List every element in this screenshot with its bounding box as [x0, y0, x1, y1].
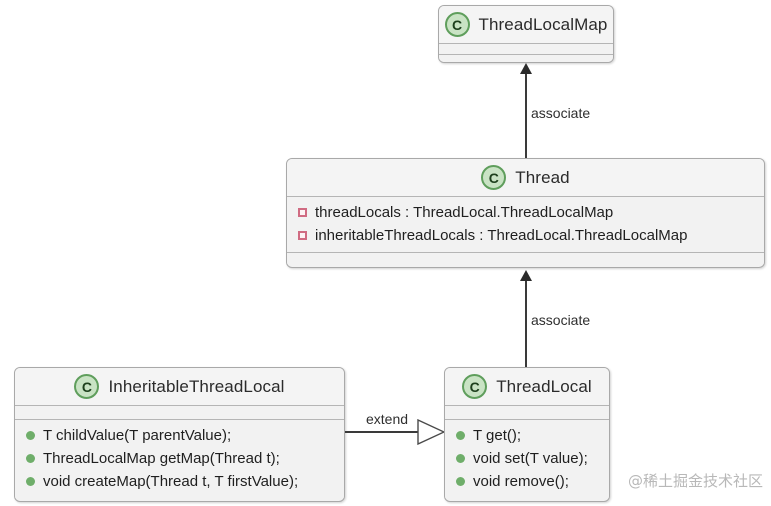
class-name-threadlocalmap: ThreadLocalMap — [478, 14, 608, 34]
connector-line-inheritablethreadlocal-to-threadlocal — [345, 431, 425, 433]
class-c-icon: C — [481, 165, 507, 190]
class-name-threadlocal: ThreadLocal — [496, 376, 592, 396]
connector-label-thread-to-threadlocalmap: associate — [531, 105, 591, 121]
class-c-icon: C — [462, 374, 488, 399]
class-fields-compartment-thread: threadLocals : ThreadLocal.ThreadLocalMa… — [287, 197, 764, 253]
class-field-text: inheritableThreadLocals : ThreadLocal.Th… — [315, 227, 688, 244]
class-method-text: void set(T value); — [473, 450, 588, 467]
class-method-text: void createMap(Thread t, T firstValue); — [43, 473, 299, 490]
class-header-inheritablethreadlocal: C InheritableThreadLocal — [15, 368, 344, 406]
class-box-threadlocalmap[interactable]: C ThreadLocalMap — [438, 5, 614, 63]
class-field-row: threadLocals : ThreadLocal.ThreadLocalMa… — [287, 201, 764, 224]
method-public-icon — [456, 477, 465, 486]
class-method-row: void remove(); — [445, 470, 609, 493]
class-name-inheritablethreadlocal: InheritableThreadLocal — [108, 376, 285, 396]
connector-label-inheritablethreadlocal-to-threadlocal: extend — [366, 411, 409, 427]
connector-arrowhead-threadlocal-to-thread — [520, 270, 532, 281]
class-header-threadlocalmap: C ThreadLocalMap — [439, 6, 613, 44]
class-c-icon: C — [74, 374, 100, 399]
connector-arrowhead-thread-to-threadlocalmap — [520, 63, 532, 74]
class-method-row: T get(); — [445, 424, 609, 447]
method-public-icon — [456, 454, 465, 463]
class-method-row: ThreadLocalMap getMap(Thread t); — [15, 447, 344, 470]
class-header-threadlocal: C ThreadLocal — [445, 368, 609, 406]
class-method-text: T get(); — [473, 427, 522, 444]
class-box-thread[interactable]: C Thread threadLocals : ThreadLocal.Thre… — [286, 158, 765, 268]
class-method-row: T childValue(T parentValue); — [15, 424, 344, 447]
connector-line-thread-to-threadlocalmap — [525, 74, 527, 158]
class-methods-compartment-inheritablethreadlocal: T childValue(T parentValue); ThreadLocal… — [15, 420, 344, 498]
class-fields-compartment-inheritablethreadlocal — [15, 406, 344, 420]
class-methods-compartment-threadlocal: T get(); void set(T value); void remove(… — [445, 420, 609, 498]
class-fields-compartment-threadlocal — [445, 406, 609, 420]
class-method-row: void createMap(Thread t, T firstValue); — [15, 470, 344, 493]
field-package-icon — [298, 208, 307, 217]
field-package-icon — [298, 231, 307, 240]
connector-line-threadlocal-to-thread — [525, 281, 527, 370]
watermark-text: @稀土掘金技术社区 — [628, 472, 764, 490]
class-method-text: ThreadLocalMap getMap(Thread t); — [43, 450, 280, 467]
class-box-threadlocal[interactable]: C ThreadLocal T get(); void set(T value)… — [444, 367, 610, 502]
connector-arrowhead-inheritablethreadlocal-to-threadlocal — [417, 419, 445, 445]
class-method-text: T childValue(T parentValue); — [43, 427, 232, 444]
class-field-row: inheritableThreadLocals : ThreadLocal.Th… — [287, 224, 764, 247]
class-method-row: void set(T value); — [445, 447, 609, 470]
class-methods-compartment-threadlocalmap — [439, 55, 613, 62]
method-public-icon — [26, 431, 35, 440]
class-box-inheritablethreadlocal[interactable]: C InheritableThreadLocal T childValue(T … — [14, 367, 345, 502]
class-method-text: void remove(); — [473, 473, 569, 490]
method-public-icon — [456, 431, 465, 440]
class-methods-compartment-thread — [287, 253, 764, 264]
class-field-text: threadLocals : ThreadLocal.ThreadLocalMa… — [315, 204, 614, 221]
class-fields-compartment-threadlocalmap — [439, 44, 613, 55]
class-c-icon: C — [444, 12, 470, 37]
method-public-icon — [26, 454, 35, 463]
class-header-thread: C Thread — [287, 159, 764, 197]
connector-label-threadlocal-to-thread: associate — [531, 312, 591, 328]
class-name-thread: Thread — [515, 167, 570, 187]
method-public-icon — [26, 477, 35, 486]
